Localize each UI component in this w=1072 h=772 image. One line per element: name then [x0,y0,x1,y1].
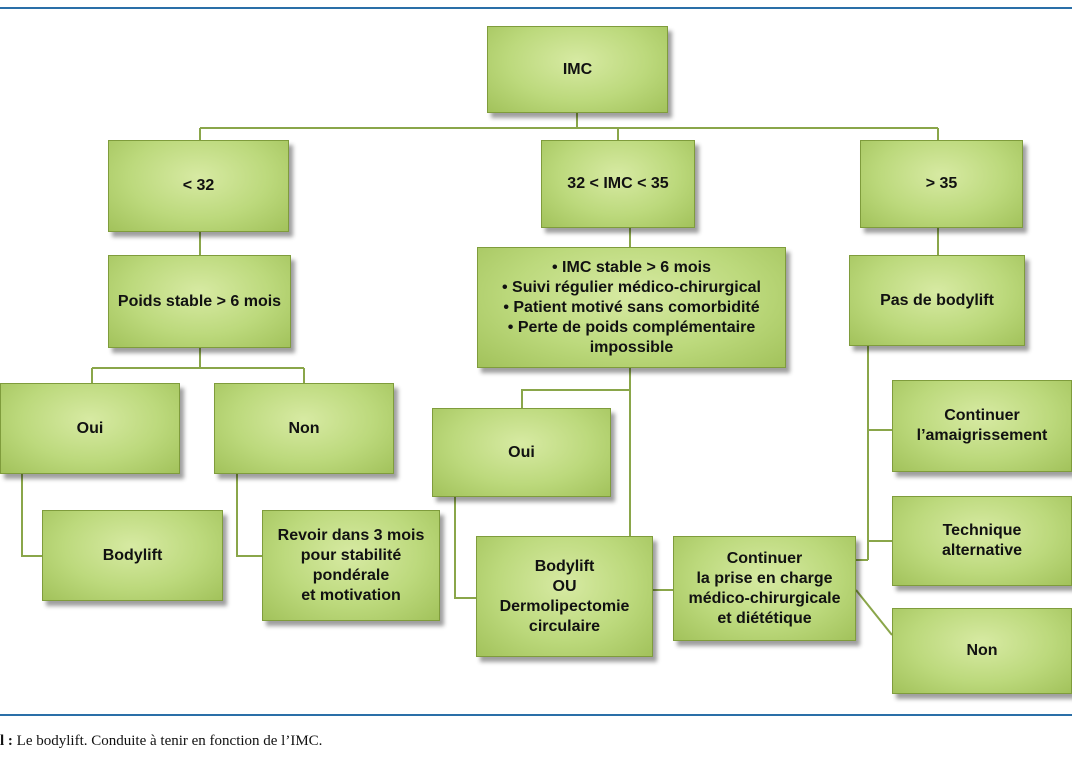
node-stable-weight: Poids stable > 6 mois [108,255,291,348]
connector-non1-revoir [236,474,262,557]
caption-text: Le bodylift. Conduite à tenir en fonctio… [12,733,323,749]
node-bodylift: Bodylift [42,510,223,601]
node-continue-weight-loss: Continuer l’amaigrissement [892,380,1072,472]
node-no-bodylift: Pas de bodylift [849,255,1025,346]
connector-criteria-oui2 [521,368,631,408]
node-bmi-32-35: 32 < IMC < 35 [541,140,695,228]
node-alternative-technique: Technique alternative [892,496,1072,586]
connector-oui1-bodylift [21,474,42,557]
node-imc: IMC [487,26,668,113]
node-yes-2: Oui [432,408,611,497]
connector-continuer-non [855,589,893,636]
bottom-rule [0,714,1072,716]
top-rule [0,7,1072,9]
node-continue-care: Continuer la prise en charge médico-chir… [673,536,856,641]
node-yes-1: Oui [0,383,180,474]
node-bmi-under-32: < 32 [108,140,289,232]
connector-oui2-bodyliftou [454,497,476,599]
caption-prefix: l : [0,733,13,749]
node-no-1: Non [214,383,394,474]
node-bodylift-or-dermolipectomy: Bodylift OU Dermolipectomie circulaire [476,536,653,657]
figure-caption: l : Le bodylift. Conduite à tenir en fon… [0,733,322,750]
node-review-3-months: Revoir dans 3 mois pour stabilité pondér… [262,510,440,621]
node-bmi-over-35: > 35 [860,140,1023,228]
node-criteria: • IMC stable > 6 mois • Suivi régulier m… [477,247,786,368]
node-no-2: Non [892,608,1072,694]
